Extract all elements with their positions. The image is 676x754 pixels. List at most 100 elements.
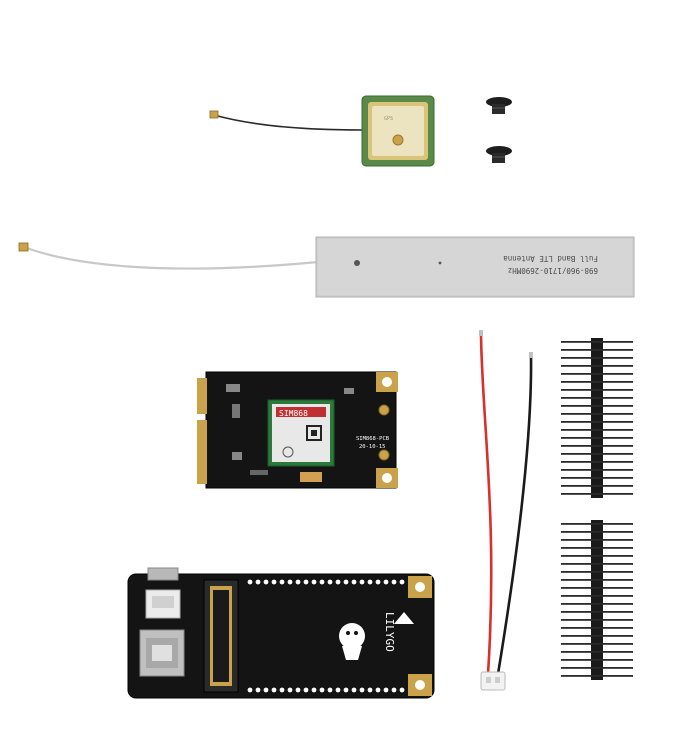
header-pin — [561, 587, 633, 589]
header-pin — [561, 619, 633, 621]
screw — [486, 97, 512, 114]
pin-hole — [295, 687, 301, 693]
pin-hole — [343, 687, 349, 693]
header-pin — [561, 651, 633, 653]
header-body — [591, 520, 603, 680]
header-pin — [561, 357, 633, 359]
pcb-label: SIM868-PCB — [356, 436, 390, 442]
lte-antenna: 698-960/1710-2690MHz Full Band LTE Anten… — [18, 236, 635, 298]
header-pin — [561, 413, 633, 415]
header-pin — [561, 453, 633, 455]
header-pin — [561, 643, 633, 645]
header-pin — [561, 445, 633, 447]
header-pin — [561, 547, 633, 549]
header-pin — [561, 381, 633, 383]
header-pin — [561, 627, 633, 629]
pin-hole — [391, 579, 397, 585]
pin-hole — [367, 579, 373, 585]
header-pin — [561, 539, 633, 541]
header-pin — [561, 603, 633, 605]
pin-hole — [327, 687, 333, 693]
pin-hole — [399, 579, 405, 585]
pin-hole — [255, 579, 261, 585]
pin-hole — [351, 579, 357, 585]
pin-hole — [391, 687, 397, 693]
header-pin — [561, 555, 633, 557]
pin-hole — [247, 687, 253, 693]
pin-header — [561, 520, 633, 680]
header-pin — [561, 477, 633, 479]
header-pin — [561, 667, 633, 669]
pin-hole — [319, 687, 325, 693]
pin-hole — [335, 579, 341, 585]
pin-hole — [383, 579, 389, 585]
header-pin — [561, 635, 633, 637]
gps-antenna: GPS — [209, 95, 435, 167]
pin-hole — [287, 687, 293, 693]
header-body — [591, 338, 603, 498]
pin-hole — [279, 579, 285, 585]
header-pin — [561, 349, 633, 351]
header-pin — [561, 563, 633, 565]
pin-hole — [303, 579, 309, 585]
header-pin — [561, 365, 633, 367]
header-pin — [561, 397, 633, 399]
header-pin — [561, 461, 633, 463]
header-pin — [561, 579, 633, 581]
pin-hole — [303, 687, 309, 693]
battery-cable — [479, 330, 533, 691]
svg-text:GPS: GPS — [384, 116, 393, 122]
header-pin — [561, 389, 633, 391]
lilygo-board: LILYGO — [127, 567, 435, 699]
header-pin — [561, 675, 633, 677]
pin-hole — [351, 687, 357, 693]
date-label: 20-10-15 — [359, 444, 386, 450]
header-pin — [561, 373, 633, 375]
header-pin — [561, 429, 633, 431]
header-pin — [561, 531, 633, 533]
pin-hole — [367, 687, 373, 693]
pin-hole — [375, 687, 381, 693]
pin-hole — [247, 579, 253, 585]
lilygo-logo — [339, 623, 365, 660]
pin-hole — [263, 579, 269, 585]
header-pin — [561, 659, 633, 661]
header-pin — [561, 421, 633, 423]
header-pin — [561, 485, 633, 487]
screw — [486, 146, 512, 163]
header-pin — [561, 469, 633, 471]
pin-hole — [319, 579, 325, 585]
pin-hole — [311, 579, 317, 585]
pin-hole — [335, 687, 341, 693]
pin-header — [561, 338, 633, 498]
header-pin — [561, 523, 633, 525]
header-pin — [561, 437, 633, 439]
pin-hole — [271, 579, 277, 585]
antenna-name-text: Full Band LTE Antenna — [503, 254, 598, 263]
pin-hole — [255, 687, 261, 693]
brand-label: LILYGO — [383, 612, 396, 652]
pin-hole — [295, 579, 301, 585]
pin-hole — [399, 687, 405, 693]
edge-connector — [197, 378, 207, 484]
pin-hole — [311, 687, 317, 693]
pin-hole — [271, 687, 277, 693]
pin-hole — [327, 579, 333, 585]
sim868-module: SIM868 SIM868-PCB 20-10-15 — [197, 371, 398, 489]
header-pin — [561, 595, 633, 597]
header-pin — [561, 341, 633, 343]
header-pin — [561, 405, 633, 407]
pin-hole — [287, 579, 293, 585]
header-pin — [561, 493, 633, 495]
header-pin — [561, 571, 633, 573]
pin-hole — [263, 687, 269, 693]
header-pin — [561, 611, 633, 613]
pin-hole — [359, 579, 365, 585]
pin-hole — [383, 687, 389, 693]
jst-connector — [480, 671, 506, 691]
antenna-frequency-text: 698-960/1710-2690MHz — [508, 266, 598, 275]
chip-label: SIM868 — [279, 409, 308, 418]
pin-hole — [375, 579, 381, 585]
